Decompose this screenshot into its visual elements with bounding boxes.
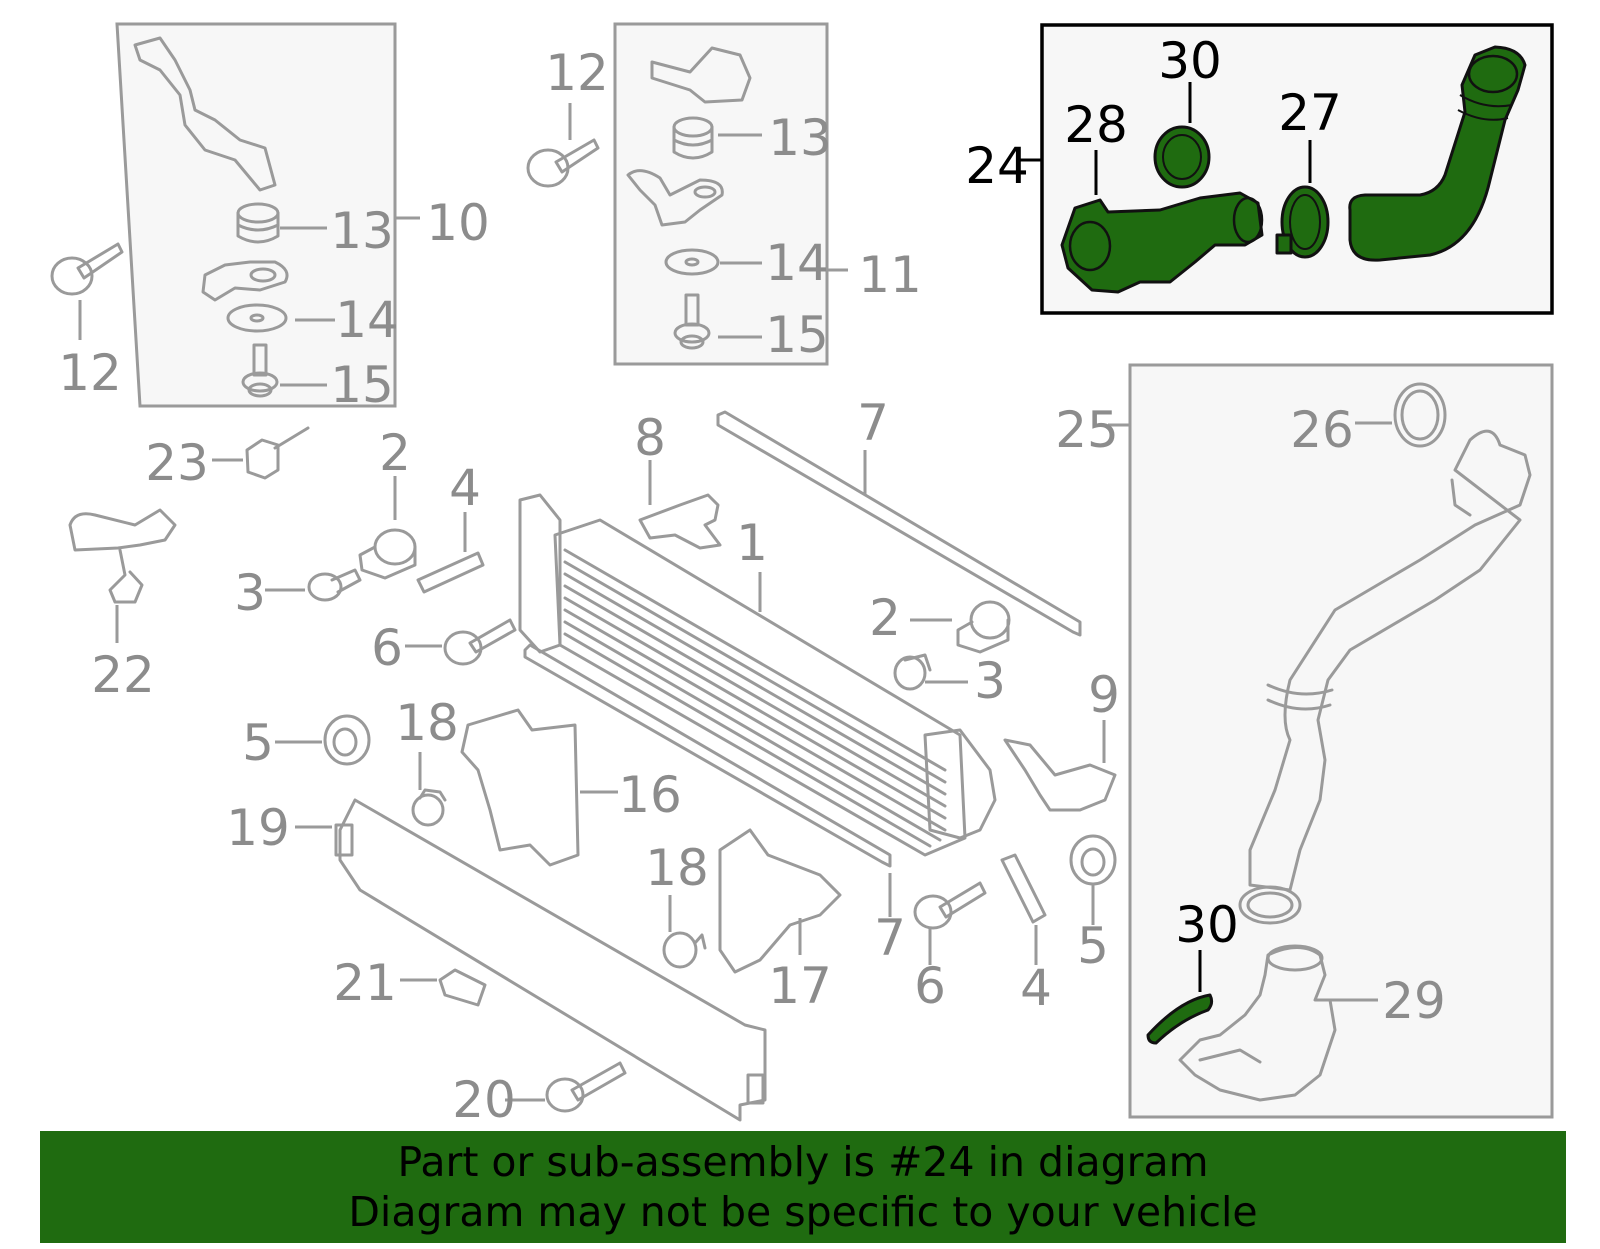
callout-8: 8	[634, 409, 666, 467]
callout-22: 22	[91, 646, 155, 704]
group-box-10	[115, 22, 397, 408]
callout-7: 7	[874, 909, 906, 967]
callout-30: 30	[1158, 32, 1222, 90]
insulator-13-left	[236, 202, 280, 244]
bracket-clip-middle	[626, 169, 724, 227]
washer-14-middle	[664, 248, 720, 276]
rubber-strip-7-lower	[523, 643, 892, 868]
shield-17	[718, 828, 842, 974]
clip-21	[438, 968, 487, 1007]
callout-12: 12	[545, 44, 609, 102]
bracket-upper-middle	[650, 46, 752, 104]
callout-15: 15	[330, 356, 394, 414]
callout-6: 6	[914, 957, 946, 1015]
callout-21: 21	[333, 954, 397, 1012]
callout-5: 5	[1077, 917, 1109, 975]
callout-18: 18	[645, 839, 709, 897]
insulator-13-middle	[672, 116, 714, 160]
callout-1: 1	[736, 514, 768, 572]
callout-3: 3	[234, 564, 266, 622]
stud-15-middle	[673, 293, 711, 350]
callout-16: 16	[618, 766, 682, 824]
callout-7: 7	[857, 394, 889, 452]
callout-2: 2	[869, 589, 901, 647]
callout-11: 11	[858, 246, 922, 304]
pin-3-right	[893, 653, 932, 691]
callout-18: 18	[395, 694, 459, 752]
outlet-pipe-28	[1060, 191, 1264, 294]
callout-14: 14	[765, 234, 829, 292]
callout-4: 4	[449, 459, 481, 517]
callout-17: 17	[768, 957, 832, 1015]
callout-29: 29	[1382, 972, 1446, 1030]
callout-2: 2	[379, 424, 411, 482]
callout-13: 13	[768, 109, 832, 167]
callout-23: 23	[145, 434, 209, 492]
callout-20: 20	[452, 1071, 516, 1129]
pushpin-18-middle	[662, 931, 707, 969]
callout-5: 5	[242, 714, 274, 772]
bolt-6-left	[443, 618, 517, 666]
callout-12: 12	[58, 344, 122, 402]
callout-4: 4	[1020, 959, 1052, 1017]
banner-line-disclaimer: Diagram may not be specific to your vehi…	[348, 1188, 1258, 1236]
clip-23	[245, 426, 310, 480]
callout-10: 10	[426, 194, 490, 252]
bracket-9	[1003, 738, 1117, 812]
pushpin-18-left	[411, 788, 447, 827]
nut-5-left	[323, 714, 371, 766]
intercooler-core	[518, 493, 997, 857]
callout-27: 27	[1278, 84, 1342, 142]
shield-16	[460, 708, 580, 867]
stud-15-left	[241, 343, 279, 398]
seal-30-lower	[1146, 993, 1214, 1045]
callout-6: 6	[371, 619, 403, 677]
banner-line-part: Part or sub-assembly is #24 in diagram	[397, 1138, 1209, 1186]
pin-4-left	[416, 551, 485, 594]
callout-30: 30	[1175, 896, 1239, 954]
callout-15: 15	[765, 306, 829, 364]
bracket-8	[638, 493, 722, 550]
bolt-12-middle	[526, 138, 600, 188]
callout-28: 28	[1064, 96, 1128, 154]
pin-4-right	[1000, 853, 1047, 924]
deflector-19	[334, 798, 767, 1122]
seal-26	[1393, 382, 1447, 448]
callout-13: 13	[330, 202, 394, 260]
washer-14-left	[226, 303, 288, 333]
bracket-small-left	[201, 260, 289, 302]
bolt-6-right	[913, 881, 987, 930]
air-duct-main	[1238, 429, 1532, 925]
callout-24: 24	[965, 137, 1029, 195]
hose-upper	[1348, 45, 1527, 262]
sensor-harness-22	[68, 508, 177, 604]
bolt-20	[545, 1061, 627, 1113]
nut-5-right	[1069, 834, 1117, 886]
callout-3: 3	[974, 652, 1006, 710]
leader-lines	[78, 82, 1392, 1102]
insulator-2-left	[358, 528, 417, 580]
pin-3-left	[307, 568, 362, 602]
callout-14: 14	[335, 291, 399, 349]
callout-9: 9	[1088, 666, 1120, 724]
clamp-27	[1275, 185, 1330, 259]
rubber-strip-7-upper	[716, 410, 1082, 637]
callout-25: 25	[1055, 401, 1119, 459]
callout-26: 26	[1290, 401, 1354, 459]
info-banner: Part or sub-assembly is #24 in diagram D…	[40, 1131, 1566, 1243]
seal-30-upper	[1153, 125, 1211, 189]
callout-19: 19	[226, 799, 290, 857]
bolt-12-left	[50, 242, 124, 296]
insulator-2-right	[956, 600, 1011, 654]
bracket-upper-left	[133, 36, 277, 192]
